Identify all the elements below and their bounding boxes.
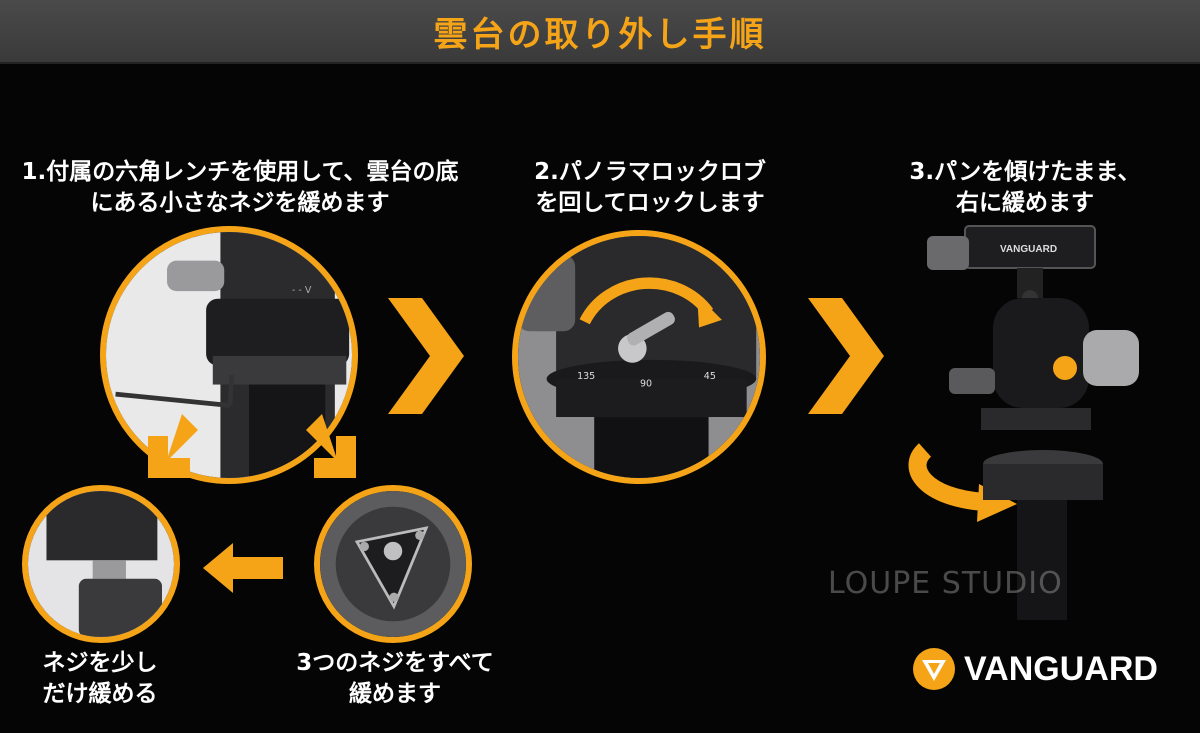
substep-screws-text: 3つのネジをすべて 緩めます bbox=[296, 650, 494, 707]
vanguard-logo-icon bbox=[913, 648, 955, 690]
step-1-text: 1.付属の六角レンチを使用して、雲台の底 にある小さなネジを緩めます bbox=[21, 159, 459, 216]
right-chevron-icon bbox=[388, 298, 464, 414]
brand-logo: VANGUARD bbox=[912, 647, 1158, 691]
base-screws-image bbox=[320, 491, 466, 637]
left-arrow-icon bbox=[203, 543, 283, 593]
step-2-text: 2.パノラマロックロブ を回してロックします bbox=[534, 159, 766, 216]
loosen-screw-image bbox=[28, 491, 174, 637]
svg-text:VANGUARD: VANGUARD bbox=[1000, 244, 1057, 255]
header-bar: 雲台の取り外し手順 bbox=[0, 0, 1200, 64]
page-title: 雲台の取り外し手順 bbox=[433, 14, 767, 55]
substep-loosen-photo bbox=[22, 485, 180, 643]
rotate-arrow-icon bbox=[579, 277, 714, 325]
dial-mark-45: 45 bbox=[704, 371, 716, 382]
substep-screws-photo bbox=[314, 485, 472, 643]
down-left-arrow-icon bbox=[148, 414, 198, 478]
brand-name: VANGUARD bbox=[964, 649, 1158, 688]
dial-mark-90: 90 bbox=[640, 379, 652, 390]
ball-head-image: VANGUARD bbox=[908, 225, 1139, 620]
substep-loosen-text: ネジを少し だけ緩める bbox=[42, 650, 158, 707]
tripod-base-image: - - V bbox=[106, 232, 352, 478]
step-3-text: 3.パンを傾けたまま、 右に緩めます bbox=[909, 159, 1141, 216]
svg-text:- - V: - - V bbox=[292, 285, 312, 296]
panorama-knob-image: 90 45 135 bbox=[518, 236, 760, 478]
watermark: LOUPE STUDIO bbox=[828, 566, 1063, 601]
down-right-arrow-icon bbox=[306, 414, 356, 478]
step-2-photo: 90 45 135 bbox=[512, 230, 766, 484]
dial-mark-135: 135 bbox=[577, 371, 595, 382]
right-chevron-icon bbox=[808, 298, 884, 414]
step-1-photo: - - V bbox=[100, 226, 358, 484]
